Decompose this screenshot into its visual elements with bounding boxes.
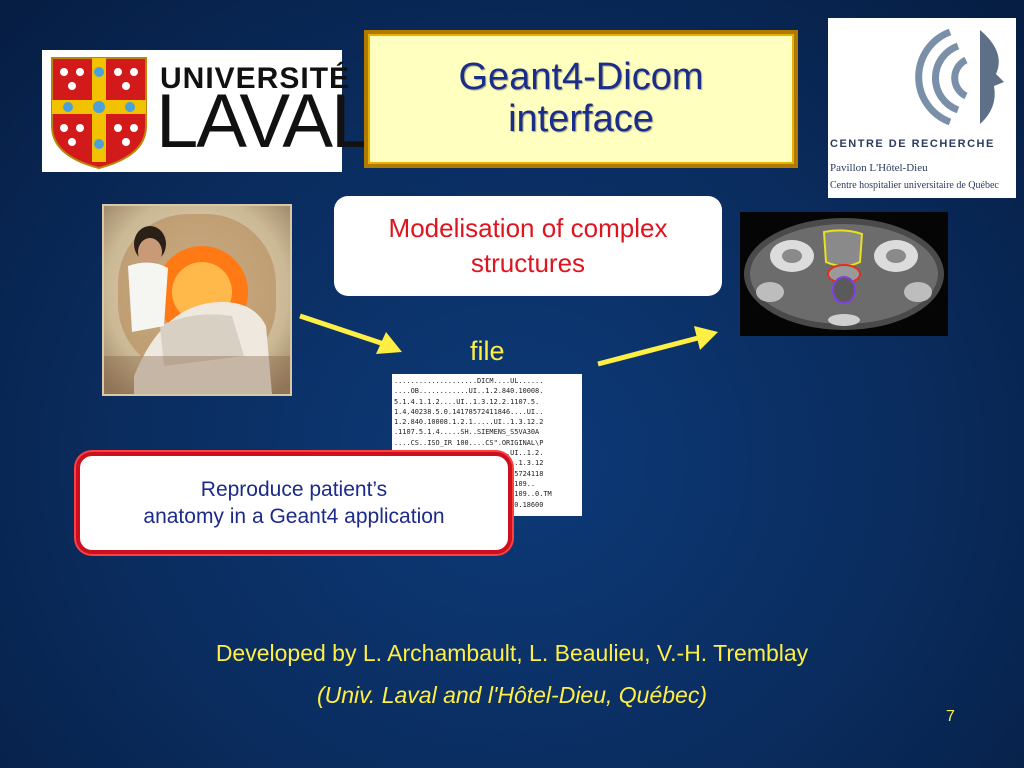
laval-logo-line2: LAVAL: [156, 79, 373, 164]
affiliation-line: (Univ. Laval and l'Hôtel-Dieu, Québec): [316, 682, 708, 708]
dicom-line: ....OB............UI..1.2.840.10008.: [394, 387, 544, 396]
dicom-line: ....CS..ISO_IR 100....CS".ORIGINAL\P: [394, 438, 544, 447]
credits-line: Developed by L. Archambault, L. Beaulieu…: [215, 640, 809, 666]
laval-shield-icon: [51, 57, 147, 170]
centre-de-recherche-logo: CENTRE DE RECHERCHE Pavillon L'Hôtel-Die…: [828, 18, 1016, 198]
dicom-line: 1.4.40238.5.0.14178572411846....UI..: [394, 407, 544, 416]
laval-logo-line1: UNIVERSITÉ: [160, 62, 351, 95]
arrow-up-right-icon: [597, 326, 718, 367]
modelisation-text: Modelisation of complex structures: [388, 212, 668, 278]
crchu-logo-line1: CENTRE DE RECHERCHE: [830, 138, 995, 150]
crchu-logo-line3: Centre hospitalier universitaire de Québ…: [830, 180, 999, 191]
arrow-right-icon: [299, 313, 402, 354]
ct-scanner-photo-image: [104, 206, 290, 394]
patient-ct-scanner-photo: [102, 204, 292, 396]
dicom-line: 5.1.4.1.1.2....UI..1.3.12.2.1107.5.: [394, 397, 540, 406]
page-number: 7: [946, 708, 955, 725]
modelisation-callout: Modelisation of complex structures: [334, 196, 722, 296]
file-label: file: [470, 336, 505, 366]
crchu-logo-line2: Pavillon L'Hôtel-Dieu: [830, 162, 928, 174]
ct-scan-image: [740, 212, 948, 336]
dicom-line: ....................DICM....UL......: [394, 377, 544, 385]
reproduce-text: Reproduce patient’s anatomy in a Geant4 …: [143, 477, 445, 528]
slide-title: Geant4-Dicom interface: [458, 56, 704, 140]
reproduce-callout: Reproduce patient’s anatomy in a Geant4 …: [76, 452, 512, 554]
dicom-line: .1107.5.1.4.....SH..SIEMENS_S5VA30A: [394, 428, 540, 437]
profile-waves-icon: [915, 28, 1004, 126]
title-box: Geant4-Dicom interface: [364, 30, 798, 168]
universite-laval-logo: UNIVERSITÉ LAVAL: [42, 50, 373, 172]
ct-slice-image: [740, 212, 948, 336]
dicom-line: 1.2.840.10008.1.2.1.....UI..1.3.12.2: [394, 418, 544, 427]
